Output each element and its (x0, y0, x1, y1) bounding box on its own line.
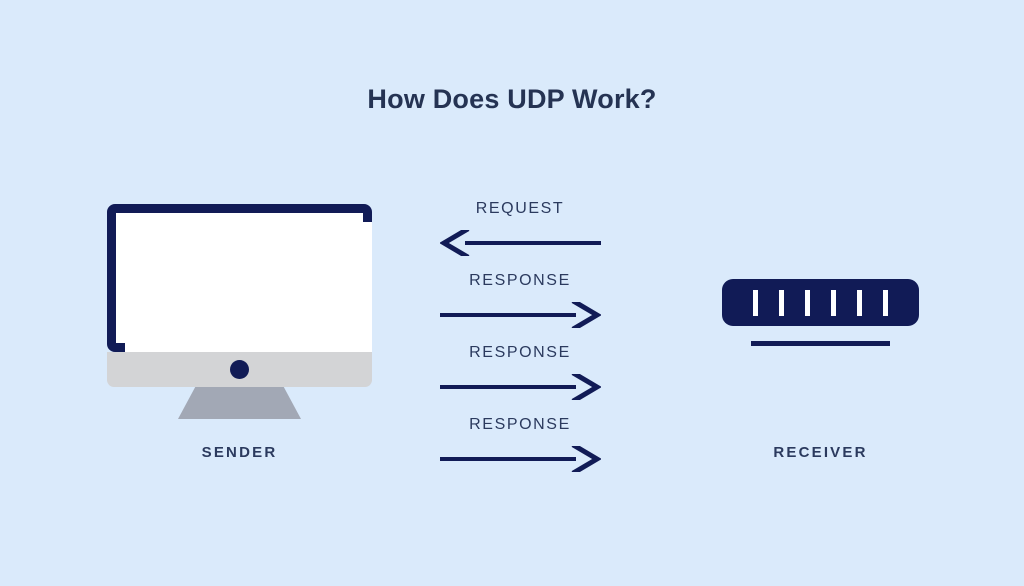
desktop-monitor-icon (107, 204, 372, 352)
arrow-right-icon (440, 374, 601, 400)
arrow-right-icon (440, 446, 601, 472)
page-title: How Does UDP Work? (367, 84, 657, 114)
flow-row: RESPONSE (420, 272, 620, 334)
monitor-power-dot-icon (230, 360, 249, 379)
switch-base-bar (751, 341, 890, 346)
sender-node: SENDER (107, 204, 372, 461)
switch-port (805, 289, 810, 316)
monitor-stand (178, 387, 301, 419)
receiver-label: RECEIVER (773, 444, 868, 461)
flow-label-request: REQUEST (475, 200, 565, 217)
flow-label-response: RESPONSE (469, 272, 571, 289)
receiver-node: RECEIVER (722, 279, 919, 461)
arrow-left-icon (440, 230, 601, 256)
arrow-right-icon (440, 302, 601, 328)
flow-row: RESPONSE (420, 416, 620, 478)
message-flow-group: REQUEST RESPONSE RESPONSE (420, 190, 620, 480)
flow-label-response: RESPONSE (469, 416, 571, 433)
switch-port (779, 289, 784, 316)
network-switch-icon (722, 279, 919, 326)
flow-label-response: RESPONSE (469, 344, 571, 361)
switch-port (753, 289, 758, 316)
flow-row: REQUEST (420, 200, 620, 262)
sender-label: SENDER (201, 444, 278, 461)
flow-row: RESPONSE (420, 344, 620, 406)
switch-port (857, 289, 862, 316)
switch-port (831, 289, 836, 316)
switch-port (883, 289, 888, 316)
monitor-screen (125, 222, 372, 352)
